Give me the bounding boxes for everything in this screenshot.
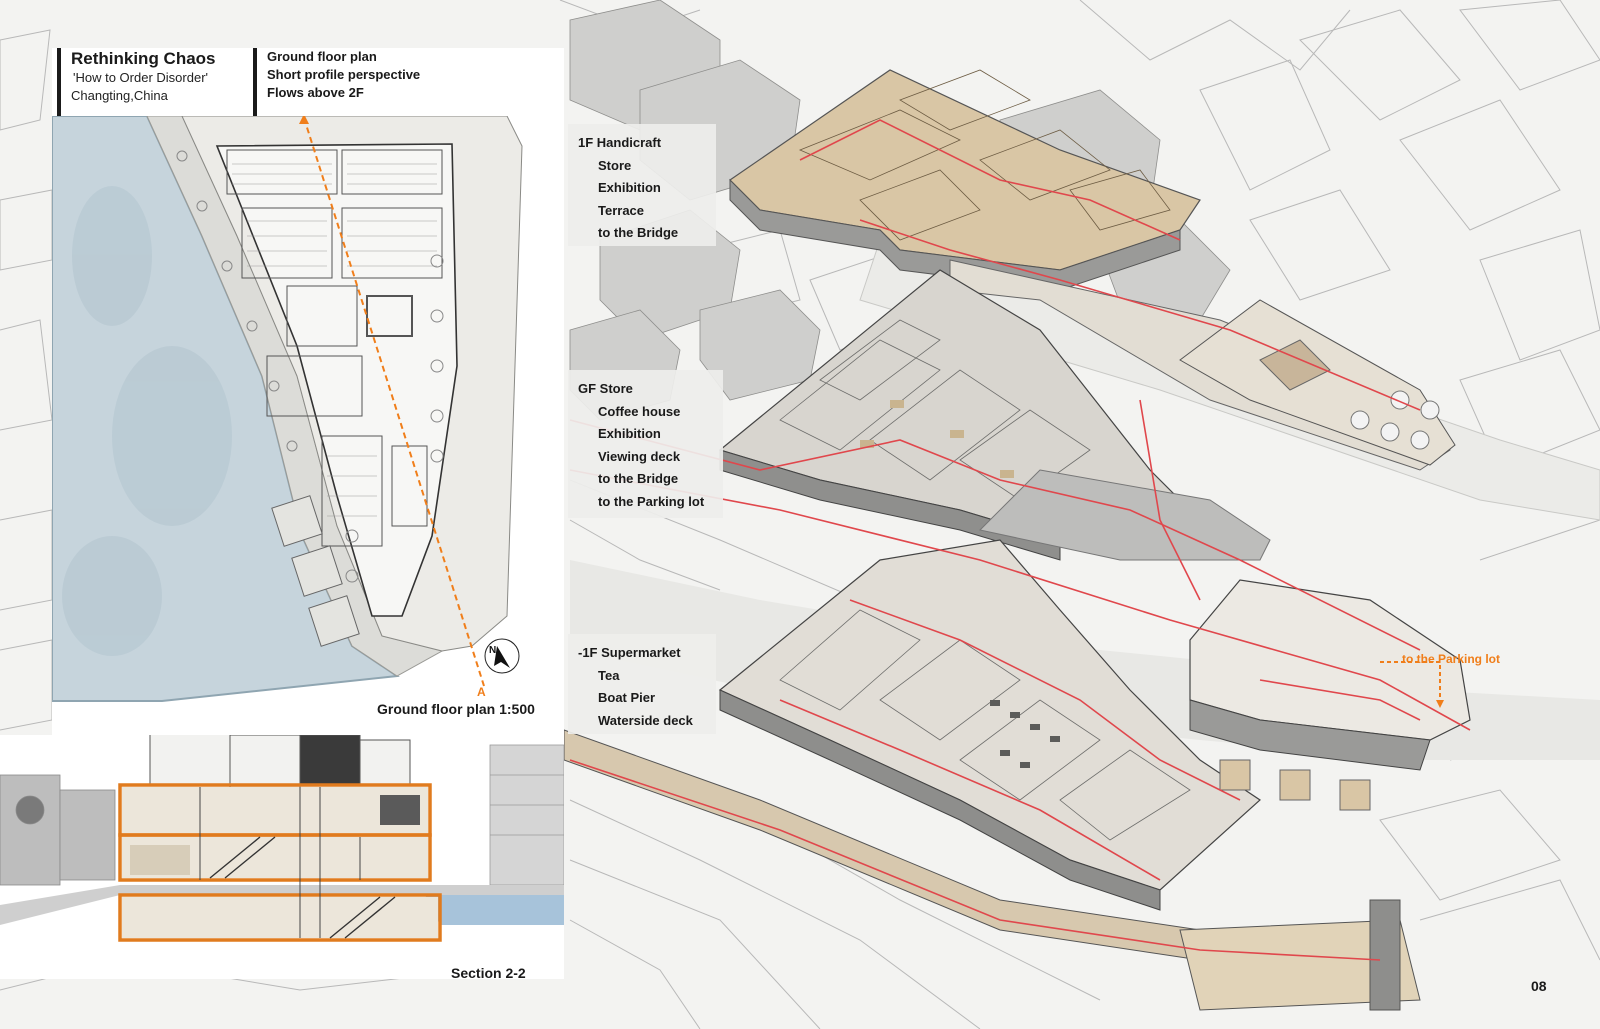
svg-text:N: N bbox=[489, 645, 496, 656]
legend-line-3: Flows above 2F bbox=[267, 85, 364, 100]
label-b1-supermarket: -1F Supermarket Tea Boat Pier Waterside … bbox=[568, 634, 716, 734]
label-item: Coffee house bbox=[598, 403, 681, 419]
legend-line-2: Short profile perspective bbox=[267, 67, 421, 82]
label-item: Tea bbox=[598, 667, 620, 683]
ground-floor-plan: A N bbox=[52, 116, 523, 702]
label-item: Exhibition bbox=[598, 180, 661, 195]
parking-lot-label: to the Parking lot bbox=[1402, 652, 1501, 666]
label-heading: -1F Supermarket bbox=[578, 645, 681, 660]
section-marker-label: A bbox=[477, 685, 486, 699]
label-heading: 1F Handicraft bbox=[578, 135, 662, 150]
label-item: Store bbox=[598, 157, 632, 173]
label-item: Terrace bbox=[598, 202, 645, 218]
plan-caption: Ground floor plan 1:500 bbox=[377, 701, 535, 717]
drawing-legend-block: Ground floor plan Short profile perspect… bbox=[253, 48, 453, 116]
section-drawing bbox=[0, 735, 564, 979]
label-item: to the Bridge bbox=[598, 471, 679, 486]
project-title-block: Rethinking Chaos 'How to Order Disorder'… bbox=[57, 48, 247, 116]
section-caption: Section 2-2 bbox=[451, 965, 526, 981]
project-title: Rethinking Chaos bbox=[71, 49, 216, 68]
label-heading: GF Store bbox=[578, 381, 633, 396]
label-item: Exhibition bbox=[598, 426, 661, 441]
project-subtitle: 'How to Order Disorder' bbox=[73, 70, 209, 85]
project-location: Changting,China bbox=[71, 88, 168, 103]
label-gf-store: GF Store Coffee house Exhibition Viewing… bbox=[568, 370, 723, 518]
label-item: to the Bridge bbox=[598, 225, 679, 240]
label-item: Viewing deck bbox=[598, 448, 681, 464]
label-item: to the Parking lot bbox=[598, 493, 705, 509]
label-item: Boat Pier bbox=[598, 690, 656, 705]
north-arrow-icon: N bbox=[484, 638, 520, 674]
legend-line-1: Ground floor plan bbox=[267, 49, 377, 64]
label-item: Waterside deck bbox=[598, 712, 693, 728]
page-number: 08 bbox=[1531, 978, 1547, 994]
label-1f-handicraft: 1F Handicraft Store Exhibition Terrace t… bbox=[568, 124, 716, 246]
